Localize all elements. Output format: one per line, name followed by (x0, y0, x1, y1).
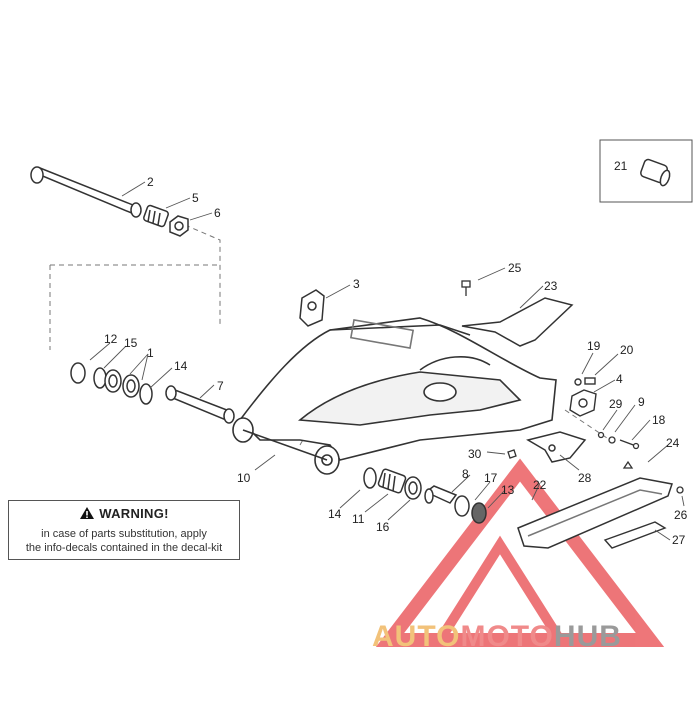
callout-1: 1 (147, 346, 154, 360)
callout-15: 15 (124, 336, 138, 350)
part-22-chain-slider (517, 477, 673, 549)
swingarm-body (232, 317, 557, 475)
part-23-chain-guard (461, 297, 574, 347)
part-27-strip (603, 521, 667, 549)
callout-24: 24 (666, 436, 680, 450)
part-7-tube (165, 385, 235, 424)
callout-11: 11 (352, 512, 365, 526)
callout-2: 2 (147, 175, 154, 189)
warning-title: WARNING! (99, 506, 169, 521)
warning-line-1: in case of parts substitution, apply (41, 528, 207, 540)
leader-lines (89, 181, 685, 541)
callout-28: 28 (578, 471, 592, 485)
callout-7: 7 (217, 379, 224, 393)
part-25-screw (461, 280, 471, 296)
callout-29: 29 (609, 397, 623, 411)
logo-part-hub: HUB (553, 620, 622, 653)
callout-25: 25 (508, 261, 522, 275)
warning-box: WARNING! in case of parts substitution, … (8, 500, 240, 560)
callout-26: 26 (674, 508, 688, 522)
bearing-stack-left (70, 362, 153, 405)
callout-30: 30 (468, 447, 482, 461)
parts-24-26 (622, 460, 684, 494)
callout-10: 10 (237, 471, 251, 485)
watermark-triangle (375, 458, 665, 647)
small-parts-right (569, 377, 597, 417)
callout-19: 19 (587, 339, 601, 353)
part-5-bushing (143, 204, 169, 228)
callout-23: 23 (544, 279, 558, 293)
callout-18: 18 (652, 413, 666, 427)
callout-21: 21 (614, 159, 628, 173)
logo-part-auto: AUTO (372, 620, 461, 653)
callout-3: 3 (353, 277, 360, 291)
callout-5: 5 (192, 191, 199, 205)
callout-8: 8 (462, 467, 469, 481)
part-2-shaft (30, 166, 142, 218)
warning-line-2: the info-decals contained in the decal-k… (25, 542, 223, 554)
callout-4: 4 (616, 372, 623, 386)
callout-9: 9 (638, 395, 645, 409)
callout-14a: 14 (174, 359, 188, 373)
logo-part-moto: MOTO (460, 620, 554, 653)
bearing-stack-right (363, 467, 487, 524)
part-3-pad (299, 289, 325, 327)
small-fasteners (597, 431, 640, 450)
part-28-bracket (526, 431, 587, 463)
part-30-screw (507, 449, 517, 459)
watermark-logo: AUTOMOTOHUB (372, 620, 700, 656)
callout-labels: 2 5 6 21 3 25 23 12 15 1 14 7 19 20 4 29… (104, 159, 688, 547)
warning-icon (79, 506, 95, 523)
callout-20: 20 (620, 343, 634, 357)
part-6-nut (169, 215, 189, 237)
callout-17: 17 (484, 471, 498, 485)
callout-14b: 14 (328, 507, 342, 521)
part-21-box (599, 139, 693, 203)
callout-12: 12 (104, 332, 118, 346)
callout-16: 16 (376, 520, 390, 534)
callout-13: 13 (501, 483, 515, 497)
callout-22: 22 (533, 478, 547, 492)
callout-6: 6 (214, 206, 221, 220)
callout-27: 27 (672, 533, 686, 547)
